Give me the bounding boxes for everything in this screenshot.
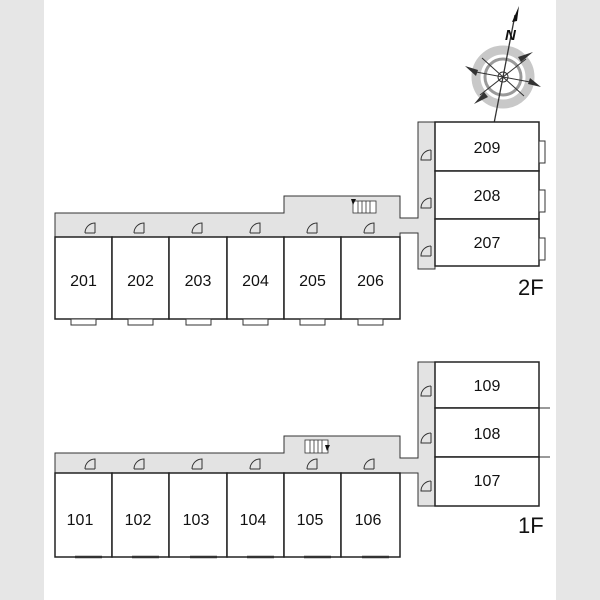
door-icon (249, 222, 261, 234)
floor-2f: 201 202 203 20 (54, 121, 546, 326)
unit-number: 102 (125, 512, 152, 529)
unit-209: 209 (420, 121, 546, 172)
door-icon (306, 458, 318, 470)
unit-104: 104 (226, 458, 285, 559)
door-icon (306, 222, 318, 234)
compass: N (465, 6, 541, 140)
unit-107: 107 (420, 456, 540, 507)
unit-number: 101 (67, 512, 94, 529)
unit-number: 204 (242, 273, 269, 290)
floor-1f: 101 102 103 10 (54, 361, 550, 559)
unit-202: 202 (111, 222, 170, 326)
door-icon (133, 458, 145, 470)
door-icon (420, 432, 432, 444)
unit-207: 207 (420, 218, 546, 267)
unit-number: 105 (297, 512, 324, 529)
door-icon (133, 222, 145, 234)
unit-number: 201 (70, 273, 97, 290)
unit-205: 205 (283, 222, 342, 326)
door-icon (420, 149, 432, 161)
door-icon (84, 222, 96, 234)
unit-204: 204 (226, 222, 285, 326)
door-icon (191, 222, 203, 234)
door-icon (84, 458, 96, 470)
unit-101: 101 (54, 458, 113, 559)
unit-102: 102 (111, 458, 170, 559)
unit-206: 206 (340, 222, 401, 326)
unit-106: 106 (340, 458, 401, 559)
north-label: N (505, 27, 517, 44)
unit-number: 109 (474, 378, 501, 395)
door-icon (191, 458, 203, 470)
unit-208: 208 (420, 170, 546, 220)
unit-number: 104 (240, 512, 267, 529)
door-icon (420, 197, 432, 209)
unit-105: 105 (283, 458, 342, 559)
stairs-2f (351, 199, 377, 214)
unit-109: 109 (420, 361, 550, 409)
unit-number: 206 (357, 273, 384, 290)
unit-number: 202 (127, 273, 154, 290)
unit-number: 103 (183, 512, 210, 529)
floor-label-2f: 2F (518, 275, 544, 300)
door-icon (420, 480, 432, 492)
unit-number: 106 (355, 512, 382, 529)
unit-201: 201 (54, 222, 113, 326)
unit-number: 203 (185, 273, 212, 290)
door-icon (363, 222, 375, 234)
door-icon (420, 385, 432, 397)
floor-label-1f: 1F (518, 513, 544, 538)
compass-rose-icon (465, 6, 541, 140)
stairs-1f (304, 439, 330, 454)
unit-103: 103 (168, 458, 228, 559)
door-icon (420, 245, 432, 257)
unit-203: 203 (168, 222, 228, 326)
unit-number: 107 (474, 473, 501, 490)
unit-number: 209 (474, 140, 501, 157)
unit-number: 108 (474, 426, 501, 443)
unit-number: 208 (474, 188, 501, 205)
door-icon (363, 458, 375, 470)
unit-number: 205 (299, 273, 326, 290)
corridor-1f (54, 361, 436, 507)
unit-number: 207 (474, 235, 501, 252)
door-icon (249, 458, 261, 470)
unit-108: 108 (420, 407, 550, 458)
